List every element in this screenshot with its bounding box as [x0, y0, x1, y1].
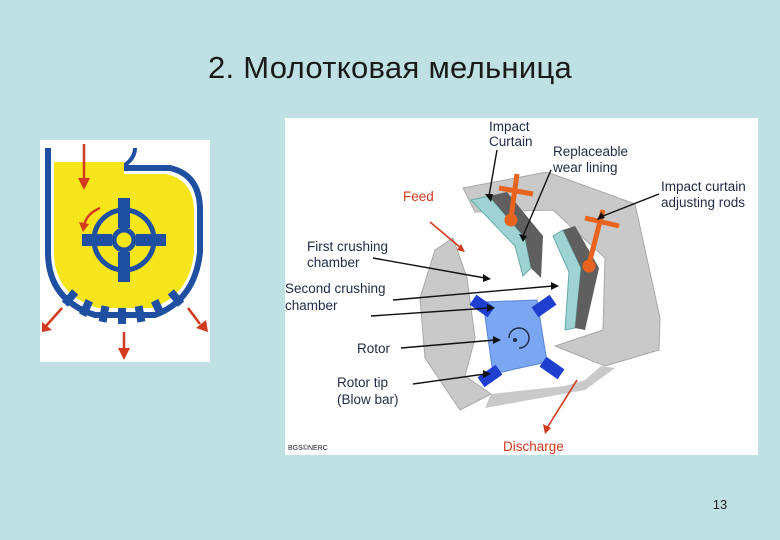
label-impact-curtain-line1: Impact [489, 119, 530, 134]
mill-body [54, 162, 194, 308]
crusher-housing-left [419, 237, 492, 411]
screen-grate [61, 289, 185, 324]
crusher-housing-right [462, 171, 661, 367]
rotor-center [513, 338, 517, 342]
crusher-housing-base [485, 366, 615, 408]
adjusting-rods [498, 173, 620, 273]
slide-title: 2. Молотковая мельница [207, 50, 573, 85]
label-rotor-tip-line2: (Blow bar) [337, 392, 399, 407]
mill-rotor-hub [111, 227, 137, 253]
label-impact-curtain-line2: Curtain [489, 134, 533, 149]
label-rotor: Rotor [357, 341, 391, 356]
impact-curtain-1 [489, 192, 543, 278]
image-credit: BGS©NERC [288, 445, 328, 452]
label-first-crushing-line2: chamber [307, 255, 360, 270]
label-discharge: Discharge [503, 439, 564, 454]
rotor-blow-bars [469, 294, 565, 388]
label-first-crushing-line1: First crushing [307, 239, 389, 254]
label-replaceable-line1: Replaceable [553, 144, 629, 159]
rotor-rotation-arrow [508, 327, 530, 349]
impact-curtain-2 [563, 226, 599, 330]
label-second-crushing-line1: Second crushing [285, 281, 386, 296]
mill-hammers [82, 198, 166, 282]
label-second-crushing-line2: chamber [285, 298, 338, 313]
label-adjusting-rods-line2: adjusting rods [661, 195, 746, 210]
label-adjusting-rods-line1: Impact curtain [661, 179, 746, 194]
impact-crusher-diagram: Impact Curtain Replaceable wear lining I… [285, 118, 758, 455]
mill-casing [45, 148, 203, 318]
label-replaceable-line2: wear lining [553, 160, 618, 175]
hammer-mill-schematic [40, 140, 210, 362]
discharge-arrow [543, 379, 578, 434]
label-feed: Feed [403, 189, 434, 204]
flow-arrows [42, 144, 208, 360]
leader-lines [370, 149, 660, 385]
page-number: 13 [712, 497, 728, 512]
feed-arrow [429, 221, 465, 252]
label-rotor-tip-line1: Rotor tip [337, 375, 389, 390]
